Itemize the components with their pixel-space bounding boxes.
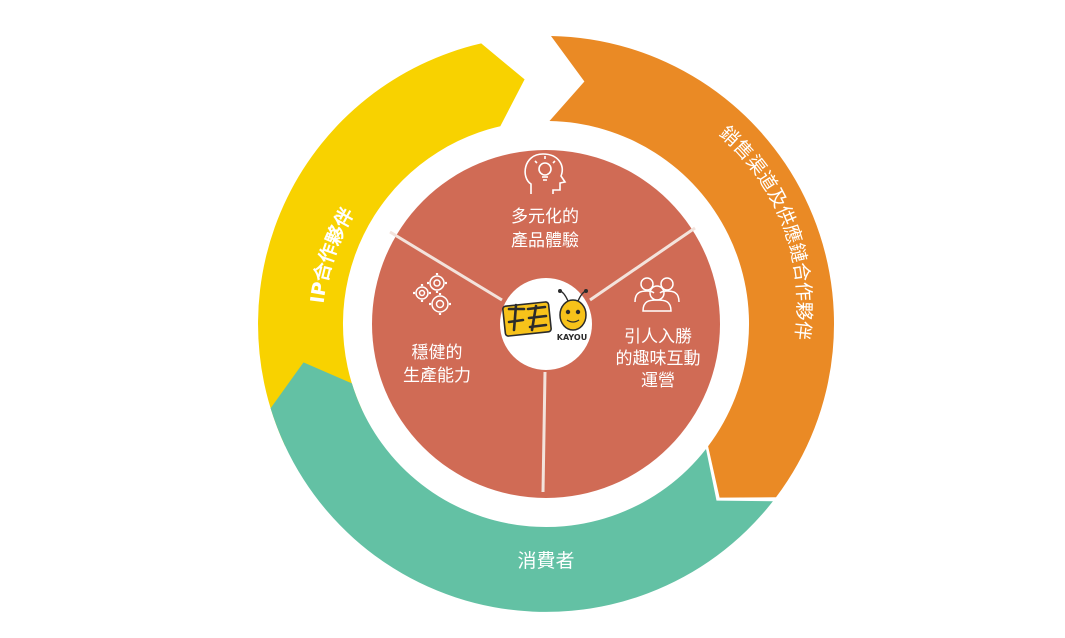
segment-production-capability: 穩健的 生產能力 [403,273,471,386]
divider-right [589,226,696,302]
outer-ring-sales-supply-partners [549,36,835,498]
segment-production-capability-line-2: 生產能力 [403,366,471,386]
segment-interactive-operations-line-2: 的趣味互動 [616,349,701,369]
segment-interactive-operations-line-3: 運營 [641,371,675,391]
people-group-icon [634,277,680,312]
gear-small-icon [413,284,431,302]
gears-icon [413,273,451,315]
segment-product-experience-line-2: 產品體驗 [511,231,579,251]
divider-bottom [541,371,547,493]
logo-wordmark: KAYOU [557,333,587,342]
lightbulb-head-icon [524,153,567,194]
center-logo: KAYOU [500,278,592,370]
gear-large-icon [429,293,451,315]
segment-interactive-operations: 引人入勝 的趣味互動 運營 [616,277,701,391]
segment-dividers [389,226,696,493]
bee-mascot-icon [558,289,588,331]
divider-left [389,230,503,302]
logo-chinese-glyphs-icon [502,301,552,337]
segment-product-experience-line-1: 多元化的 [511,207,579,227]
segment-product-experience: 多元化的 產品體驗 [511,153,579,251]
segment-interactive-operations-line-1: 引人入勝 [624,327,692,347]
segment-production-capability-line-1: 穩健的 [412,343,463,363]
gear-medium-icon [427,273,447,293]
outer-ring-consumers [270,362,773,612]
consumers-label: 消費者 [517,550,574,572]
outer-ring-ip-partners [258,43,525,446]
